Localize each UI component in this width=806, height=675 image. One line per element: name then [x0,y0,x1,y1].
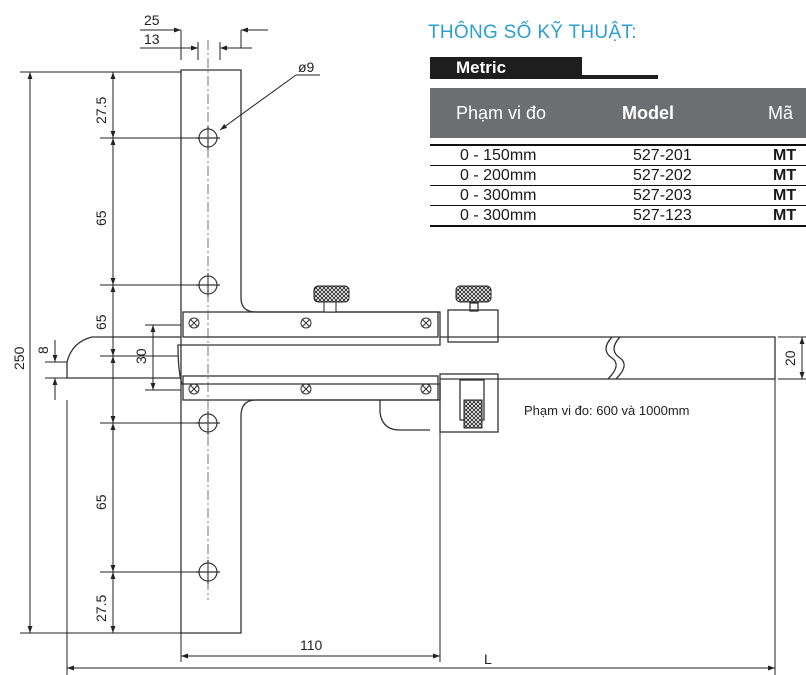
cell-code: MT [773,207,797,224]
dim-250: 250 [11,346,27,370]
header-code: Mã [768,103,794,123]
cell-code: MT [773,187,797,204]
cell-range: 0 - 300mm [460,187,537,204]
cell-range: 0 - 200mm [460,167,537,184]
metric-underline [582,75,658,79]
metric-tab: Metric [430,57,582,79]
dim-8: 8 [35,346,51,354]
left-tab [66,336,181,379]
cell-code: MT [773,167,797,184]
range-note: Phạm vi đo: 600 và 1000mm [524,403,690,418]
cell-range: 0 - 150mm [460,147,537,164]
dim-65-bottom: 65 [93,494,109,510]
dim-20: 20 [782,350,798,366]
dim-27-5-top: 27.5 [93,97,109,124]
dim-30: 30 [133,348,149,364]
hook [379,400,430,431]
header-range: Phạm vi đo [456,103,547,123]
long-rule [440,336,776,380]
dim-L: L [484,651,492,667]
table-row: 0 - 150mm 527-201 MT [430,144,806,166]
knurled-knobs [313,285,492,429]
header-model: Model [622,103,674,123]
dim-65-top: 65 [93,210,109,226]
cell-model: 527-203 [633,187,692,204]
cell-model: 527-123 [633,207,692,224]
dim-hole-diameter: ø9 [298,59,315,75]
spec-table-body: 0 - 150mm 527-201 MT 0 - 200mm 527-202 M… [430,144,806,227]
dim-13: 13 [144,31,160,47]
table-row: 0 - 300mm 527-123 MT [430,206,806,227]
dim-65-mid: 65 [93,314,109,330]
cell-model: 527-201 [633,147,692,164]
bracket-outline [177,69,441,634]
cell-model: 527-202 [633,167,692,184]
spec-title: THÔNG SỐ KỸ THUẬT: [428,22,637,43]
dim-25: 25 [144,12,160,28]
spec-table-header: Phạm vi đo Model Mã [430,88,806,138]
slide-block-lower [439,373,499,433]
dim-110: 110 [300,637,323,653]
cell-range: 0 - 300mm [460,207,537,224]
slide-block-upper [447,309,499,343]
lower-bar [182,375,439,401]
table-row: 0 - 200mm 527-202 MT [430,166,806,186]
table-row: 0 - 300mm 527-203 MT [430,186,806,206]
screws [188,317,432,395]
break-mark [605,336,617,380]
cell-code: MT [773,147,797,164]
upper-bar [182,311,439,338]
dim-27-5-bottom: 27.5 [93,595,109,622]
